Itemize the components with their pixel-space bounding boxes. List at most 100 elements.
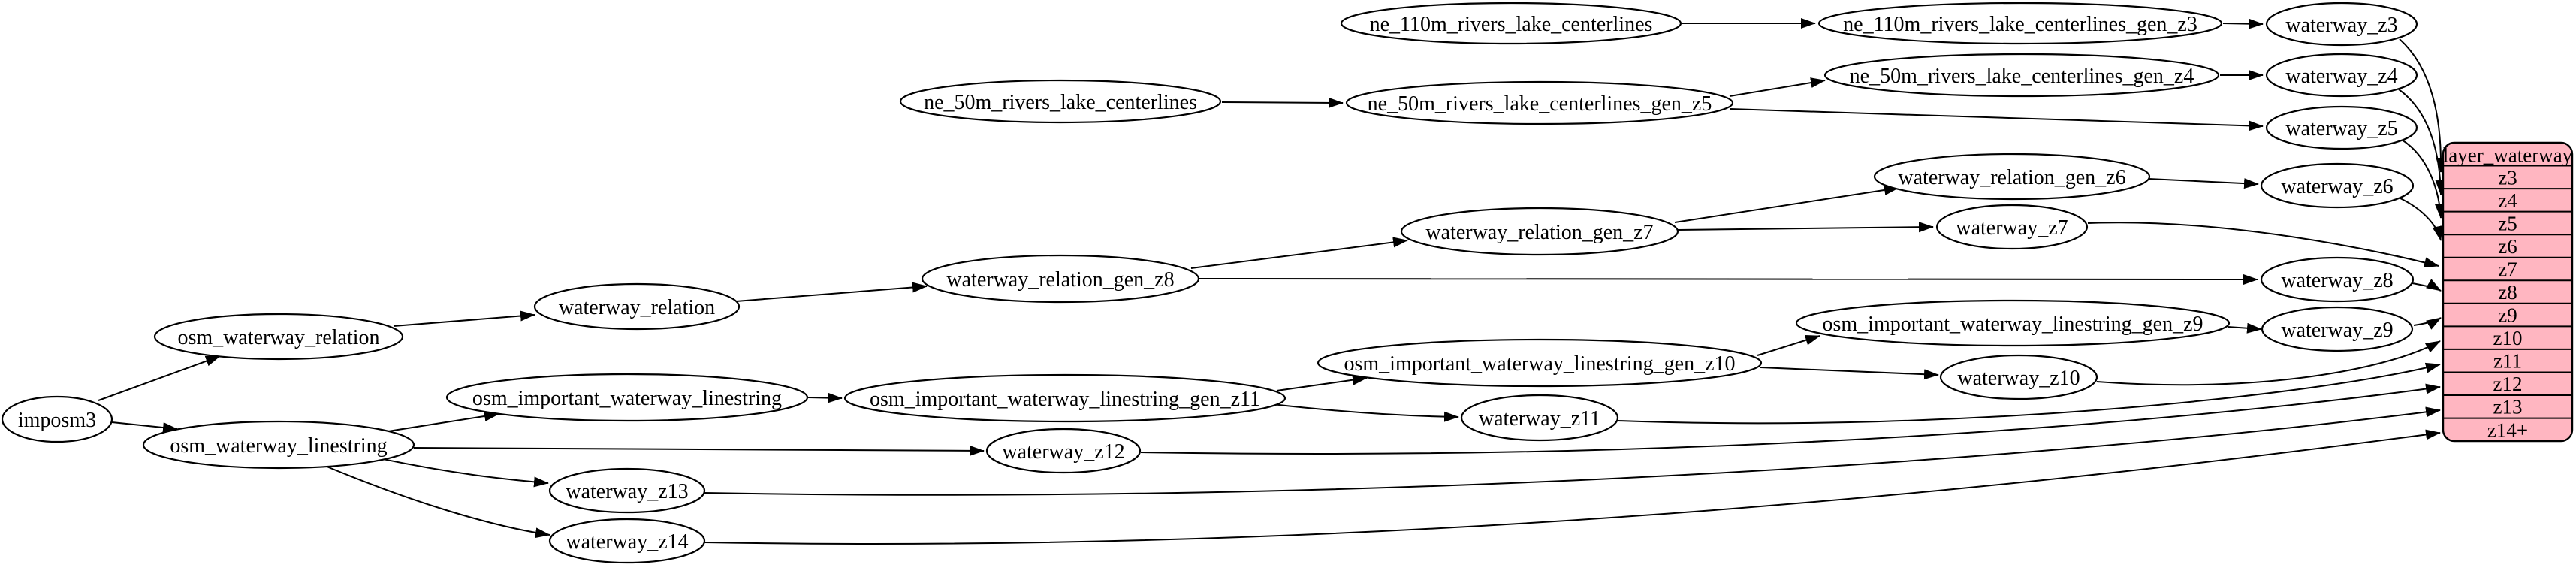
node-ne_50m_rivers_lake_centerlines-shape [899,79,1222,124]
nodes-layer: imposm3 osm_waterway_relation waterway_r… [1,2,2418,564]
table-layer_waterway-box [2442,141,2574,443]
node-osm_important_waterway_linestring_gen_z11-label: osm_important_waterway_linestring_gen_z1… [870,388,1260,411]
node-waterway_relation_gen_z6: waterway_relation_gen_z6 [1873,153,2151,201]
edge-imposm3-to-osm_waterway_relation [98,355,221,401]
node-ne_50m_rivers_lake_centerlines_gen_z4-label: ne_50m_rivers_lake_centerlines_gen_z4 [1850,65,2194,88]
node-waterway_z10-label: waterway_z10 [1957,367,2080,390]
node-waterway_z8-label: waterway_z8 [2281,269,2393,292]
node-waterway_z10: waterway_z10 [1939,354,2098,400]
edge-osm_waterway_linestring-to-waterway_z12 [413,445,985,456]
edge-waterway_z7-to-layer-row-z7 [2087,222,2439,268]
node-waterway_z4-label: waterway_z4 [2285,65,2397,88]
node-waterway_z14: waterway_z14 [548,518,706,564]
node-osm_important_waterway_linestring_gen_z11-shape [843,373,1286,423]
node-osm_important_waterway_linestring_gen_z9: osm_important_waterway_linestring_gen_z9 [1795,299,2231,347]
edge-osm_important_waterway_linestring_gen_z9-to-waterway_z9 [2227,322,2262,334]
node-waterway_z10-shape [1939,354,2098,400]
table-row-z10: z10 [2493,327,2523,349]
node-waterway_z13-label: waterway_z13 [566,480,688,503]
table-row-z4: z4 [2498,189,2517,212]
edge-waterway_z12-to-layer-row-z12 [1140,383,2441,455]
node-osm_important_waterway_linestring_gen_z9-label: osm_important_waterway_linestring_gen_z9 [1823,313,2203,336]
table-row-z9: z9 [2498,304,2517,326]
node-waterway_relation_gen_z6-label: waterway_relation_gen_z6 [1898,166,2125,189]
edge-waterway_relation_gen_z7-to-waterway_z7 [1677,222,1934,233]
edge-waterway_relation_gen_z6-to-waterway_z6 [2148,178,2259,189]
node-waterway_z5: waterway_z5 [2265,105,2418,150]
node-ne_110m_rivers_lake_centerlines-shape [1340,2,1682,45]
node-osm_waterway_relation-shape [153,313,404,361]
table-header-label: layer_waterway [2443,144,2573,166]
node-waterway_z9-label: waterway_z9 [2281,319,2393,342]
node-waterway_z13: waterway_z13 [548,467,706,514]
edge-osm_waterway_relation-to-waterway_relation [393,310,535,327]
node-waterway_relation: waterway_relation [533,282,741,331]
node-waterway_z3-label: waterway_z3 [2285,14,2397,37]
node-waterway_z9-shape [2261,306,2414,352]
node-ne_50m_rivers_lake_centerlines_gen_z5-label: ne_50m_rivers_lake_centerlines_gen_z5 [1368,92,1712,116]
node-waterway_z12-label: waterway_z12 [1002,440,1124,464]
node-osm_waterway_relation: osm_waterway_relation [153,313,404,361]
edge-imposm3-to-osm_waterway_linestring [111,421,178,434]
edge-waterway_z8-to-layer-row-z8 [2412,279,2442,292]
edge-osm_important_waterway_linestring_gen_z11-to-osm_important_waterway_linestring_gen_z10 [1276,374,1368,391]
node-waterway_relation_gen_z7: waterway_relation_gen_z7 [1400,207,1679,256]
edge-waterway_z13-to-layer-row-z13 [704,406,2441,496]
node-waterway_z6-shape [2260,162,2415,209]
node-osm_important_waterway_linestring-label: osm_important_waterway_linestring [472,387,782,410]
node-waterway_relation_gen_z7-label: waterway_relation_gen_z7 [1425,221,1653,244]
table-row-z8: z8 [2498,281,2517,304]
node-ne_50m_rivers_lake_centerlines-label: ne_50m_rivers_lake_centerlines [924,91,1197,114]
node-waterway_z8-shape [2260,256,2415,303]
node-ne_110m_rivers_lake_centerlines: ne_110m_rivers_lake_centerlines [1340,2,1682,45]
node-waterway_z7-shape [1935,204,2089,250]
node-waterway_z11-shape [1460,394,1619,442]
edges-layer [98,18,2447,545]
node-waterway_z3-shape [2265,2,2418,47]
node-waterway_relation-label: waterway_relation [559,296,715,319]
node-ne_50m_rivers_lake_centerlines_gen_z5-shape [1345,80,1734,125]
node-waterway_z11: waterway_z11 [1460,394,1619,442]
node-waterway_relation-shape [533,282,741,331]
edge-osm_waterway_linestring-to-osm_important_waterway_linestring [388,411,499,432]
node-waterway_z12: waterway_z12 [985,428,1142,474]
table-row-z6: z6 [2498,235,2517,258]
node-waterway_z4-shape [2265,53,2418,98]
node-imposm3: imposm3 [1,395,113,443]
node-waterway_z9: waterway_z9 [2261,306,2414,352]
edge-osm_waterway_linestring-to-waterway_z13 [379,458,549,488]
node-osm_important_waterway_linestring: osm_important_waterway_linestring [445,373,809,422]
node-imposm3-label: imposm3 [18,409,96,432]
edge-waterway_z9-to-layer-row-z9 [2413,317,2442,330]
node-waterway_z14-label: waterway_z14 [566,530,688,554]
node-osm_waterway_relation-label: osm_waterway_relation [177,326,379,349]
node-waterway_z5-label: waterway_z5 [2285,117,2397,140]
node-waterway_z5-shape [2265,105,2418,150]
edge-ne_50m_rivers_lake_centerlines_gen_z5-to-ne_50m_rivers_lake_centerlines_gen_z4 [1729,77,1826,97]
edge-waterway_relation_gen_z7-to-waterway_relation_gen_z6 [1674,184,1899,223]
node-waterway_relation_gen_z8: waterway_relation_gen_z8 [921,254,1200,304]
node-imposm3-shape [1,395,113,443]
node-osm_important_waterway_linestring_gen_z11: osm_important_waterway_linestring_gen_z1… [843,373,1286,423]
edge-waterway_z11-to-layer-row-z11 [1618,362,2441,425]
node-waterway_z3: waterway_z3 [2265,2,2418,47]
edge-waterway_z6-to-layer-row-z6 [2398,197,2443,241]
node-waterway_relation_gen_z6-shape [1873,153,2151,201]
edge-osm_waterway_linestring-to-waterway_z14 [321,464,550,539]
node-waterway_relation_gen_z8-shape [921,254,1200,304]
node-osm_waterway_linestring-shape [142,420,415,470]
node-waterway_z4: waterway_z4 [2265,53,2418,98]
node-waterway_z8: waterway_z8 [2260,256,2415,303]
table-row-z5: z5 [2498,212,2517,234]
edge-waterway_z10-to-layer-row-z10 [2096,340,2441,386]
node-waterway_z7-label: waterway_z7 [1956,216,2068,240]
node-ne_110m_rivers_lake_centerlines_gen_z3-shape [1817,2,2223,45]
table-row-z14plus: z14+ [2487,418,2528,441]
edge-waterway_z5-to-layer-row-z5 [2401,139,2445,219]
table-row-z12: z12 [2493,373,2523,395]
node-ne_50m_rivers_lake_centerlines_gen_z4-shape [1823,53,2220,98]
edge-osm_important_waterway_linestring_gen_z10-to-osm_important_waterway_linestring_gen_z9 [1757,334,1820,356]
node-osm_important_waterway_linestring-shape [445,373,809,422]
edge-waterway_relation_gen_z8-to-waterway_relation_gen_z7 [1190,237,1408,269]
node-waterway_z14-shape [548,518,706,564]
